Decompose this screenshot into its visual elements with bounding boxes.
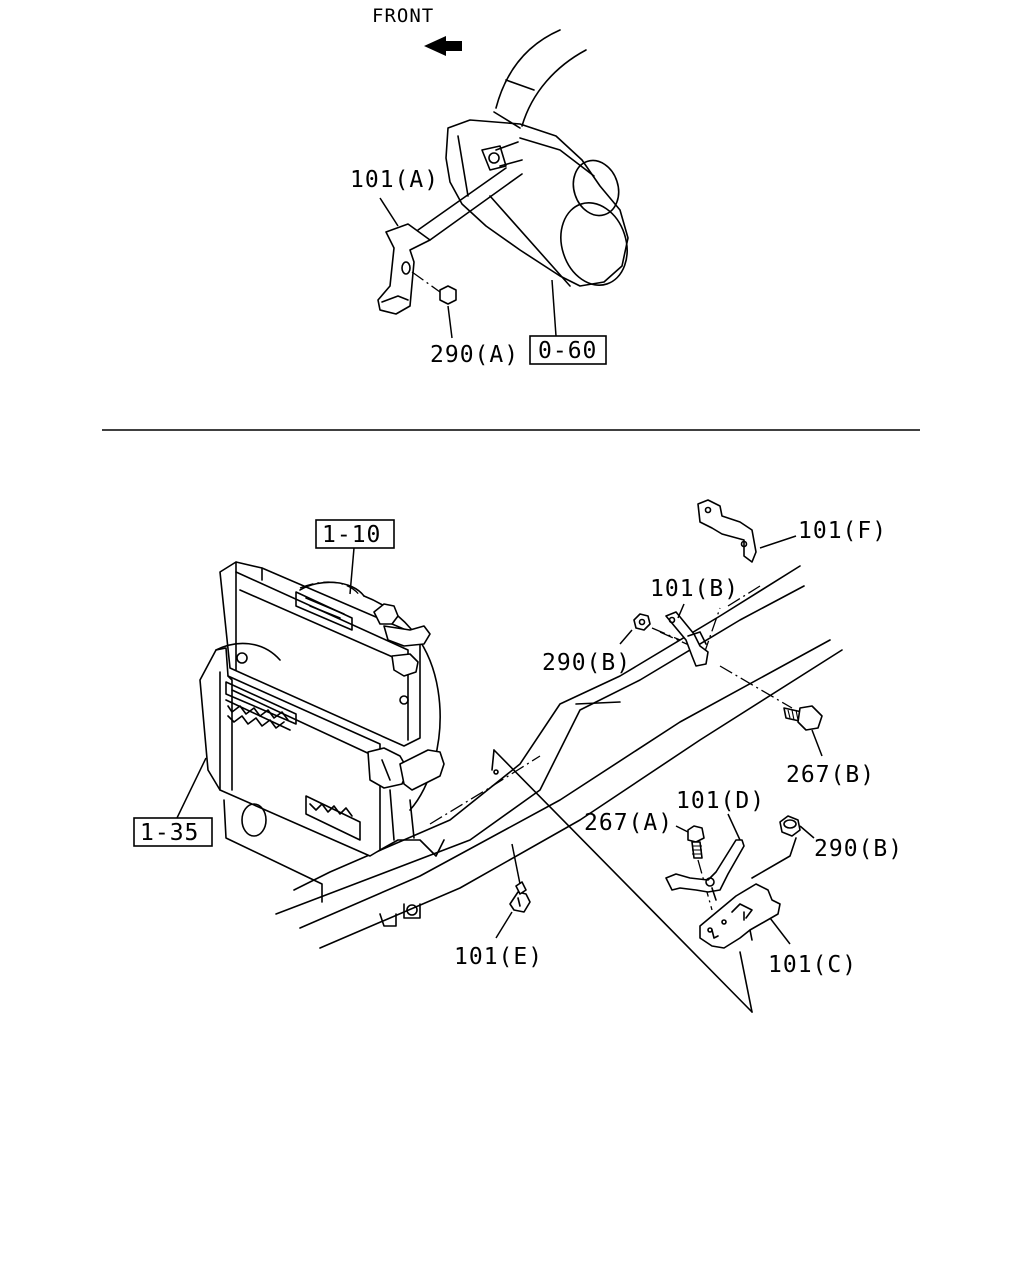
callout-290a: 290(A) xyxy=(430,342,519,368)
bottom-view: 1-10 1-35 101(F) 101(B) 290(B) 267(B) 26… xyxy=(133,499,903,1013)
bolt-267a xyxy=(675,825,713,911)
bolt-267b xyxy=(783,705,823,757)
bracket-101c xyxy=(699,883,791,949)
callout-267a: 267(A) xyxy=(584,810,673,836)
callout-290b-right: 290(B) xyxy=(814,836,903,862)
bracket-101e xyxy=(495,843,531,939)
hose xyxy=(493,29,587,129)
frame-rails xyxy=(275,565,843,949)
ref-box-1-35 xyxy=(133,817,213,847)
callout-101c: 101(C) xyxy=(768,952,857,978)
bracket-101f xyxy=(697,499,797,563)
top-view: FRONT xyxy=(350,5,629,368)
callout-101a: 101(A) xyxy=(350,167,439,193)
callout-101b: 101(B) xyxy=(650,576,739,602)
callout-101f: 101(F) xyxy=(798,518,887,544)
starter-motor xyxy=(445,119,629,287)
ref-box-0-60 xyxy=(529,335,607,365)
nut-290b-left xyxy=(619,613,681,645)
bracket-101d xyxy=(665,813,745,901)
callout-101d: 101(D) xyxy=(676,788,765,814)
nut-290a xyxy=(411,271,457,305)
callout-1-10: 1-10 xyxy=(322,522,381,548)
bracket-101b xyxy=(665,603,709,667)
bracket-101a xyxy=(377,167,523,315)
callout-1-35: 1-35 xyxy=(140,820,199,846)
ref-box-1-10 xyxy=(315,519,395,549)
callout-101e: 101(E) xyxy=(454,944,543,970)
callout-267b: 267(B) xyxy=(786,762,875,788)
front-label: FRONT xyxy=(372,5,434,27)
nut-290b-right xyxy=(751,815,815,879)
callout-290b-left: 290(B) xyxy=(542,650,631,676)
intercooler xyxy=(199,642,445,903)
callout-0-60: 0-60 xyxy=(538,338,597,364)
radiator xyxy=(219,561,441,811)
front-arrow-icon xyxy=(424,36,462,56)
